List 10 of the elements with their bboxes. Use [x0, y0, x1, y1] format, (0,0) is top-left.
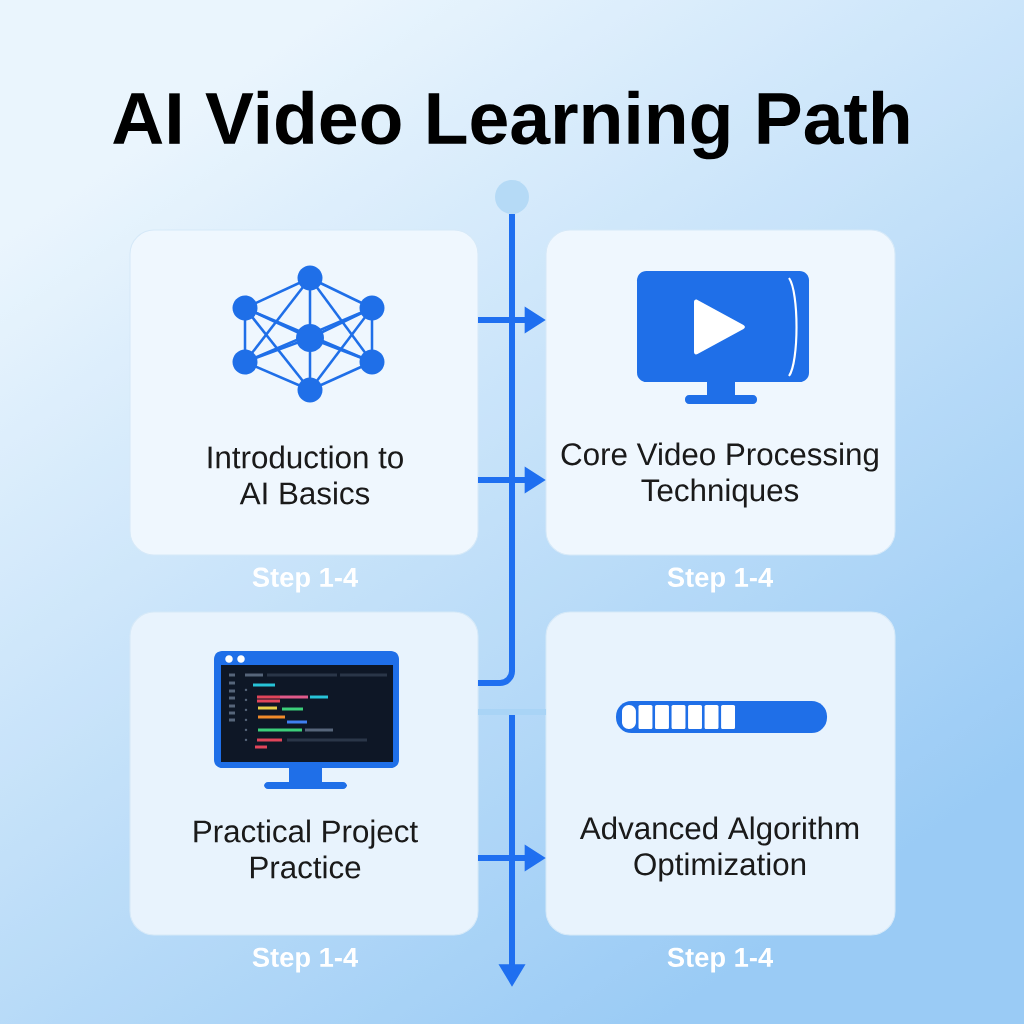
step-label: Step 1-4 — [252, 567, 358, 593]
step-card: Introduction to AI Basics — [129, 229, 479, 556]
step-label: Step 1-4 — [252, 947, 358, 973]
step-card: Advanced Algorithm Optimization — [545, 611, 896, 936]
step-label: Step 1-4 — [667, 567, 773, 593]
step-label: Step 1-4 — [667, 947, 773, 973]
title: AI Video Learning Path — [113, 90, 909, 160]
timeline-dot — [495, 180, 529, 214]
connector-line — [478, 709, 546, 715]
connector-line — [478, 214, 515, 686]
